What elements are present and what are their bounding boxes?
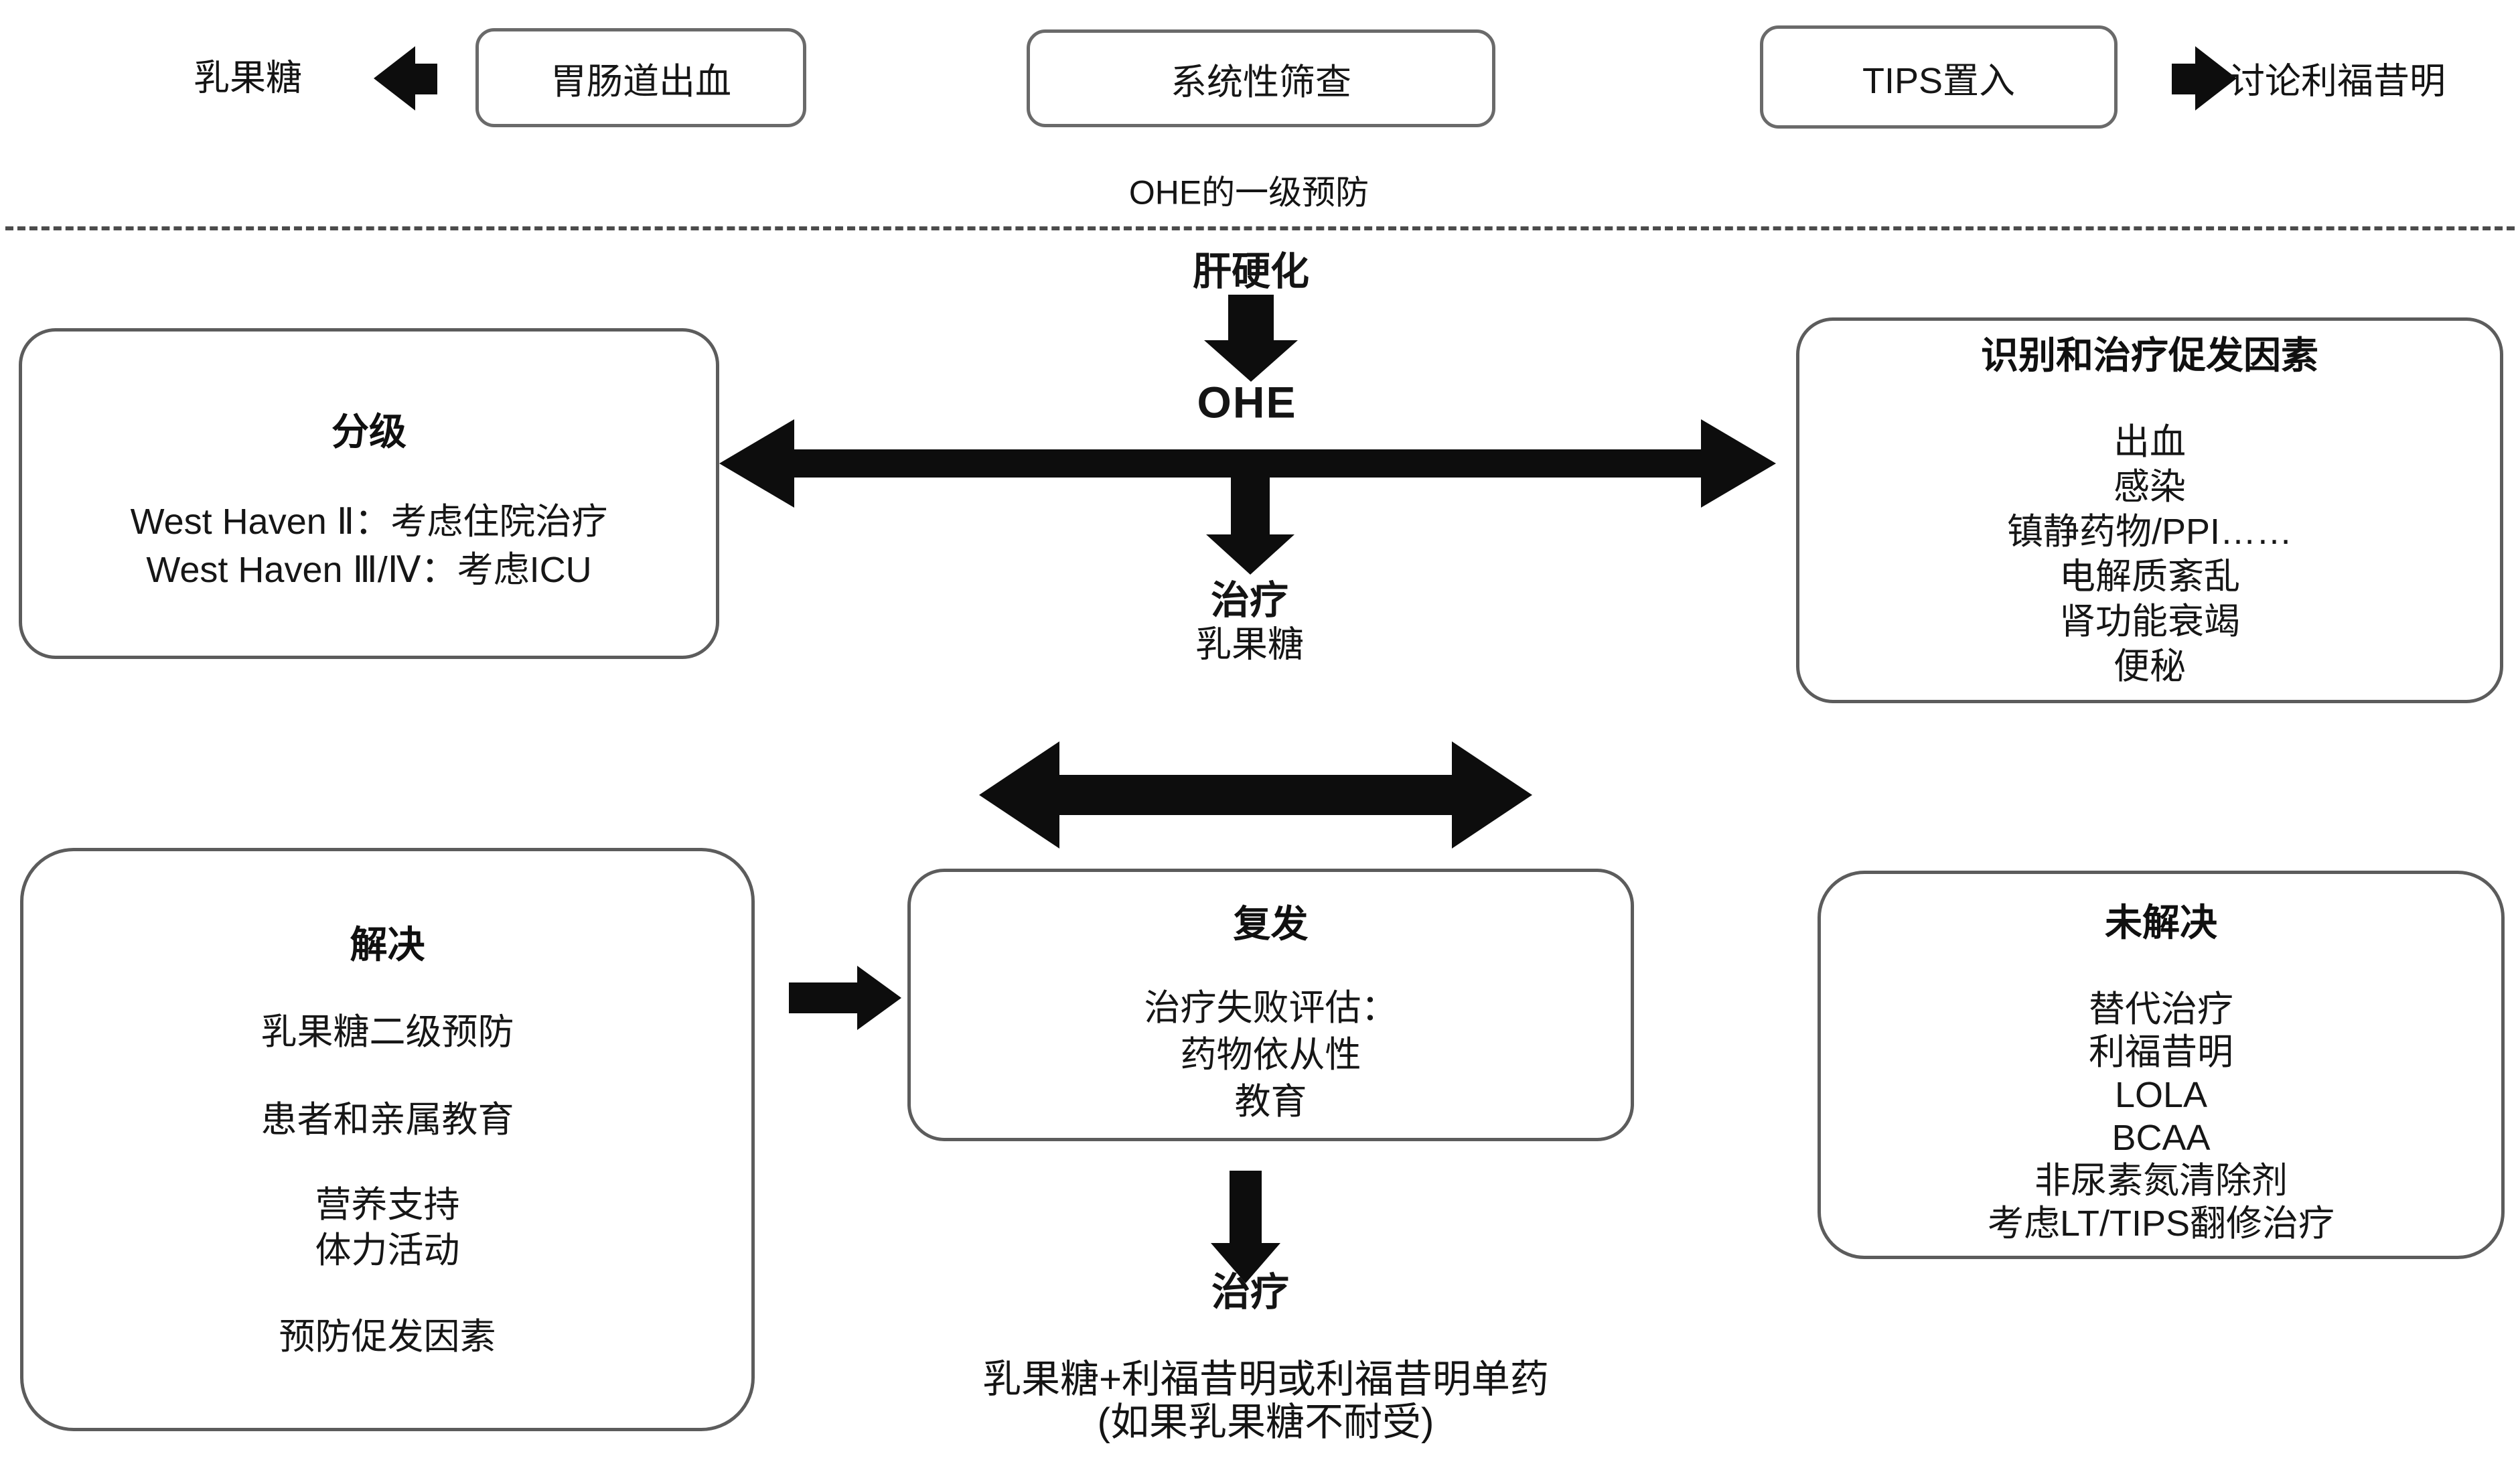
tips-placement-label: TIPS置入 xyxy=(1862,60,2016,101)
resolved-item: 乳果糖二级预防 xyxy=(261,1012,514,1052)
cirrhosis-label: 肝硬化 xyxy=(1192,250,1310,294)
systematic-screening-label: 系统性筛查 xyxy=(1171,62,1351,102)
gi-bleeding-label: 胃肠道出血 xyxy=(550,61,731,102)
trigger-item: 感染 xyxy=(2114,467,2186,507)
relapse-line-education: 教育 xyxy=(1234,1082,1307,1122)
lactulose-label: 乳果糖 xyxy=(194,58,302,98)
grading-title: 分级 xyxy=(331,411,406,453)
gi-bleeding-box: 胃肠道出血 xyxy=(475,28,806,127)
unresolved-item: BCAA xyxy=(2111,1118,2211,1158)
unresolved-item: 利福昔明 xyxy=(2089,1032,2233,1072)
unresolved-box: 未解决 替代治疗 利福昔明 LOLA BCAA 非尿素氮清除剂 考虑LT/TIP… xyxy=(1818,871,2505,1259)
resolved-box: 解决 乳果糖二级预防 患者和亲属教育 营养支持 体力活动 预防促发因素 xyxy=(20,848,755,1431)
unresolved-item: 考虑LT/TIPS翻修治疗 xyxy=(1987,1203,2335,1244)
resolved-title: 解决 xyxy=(350,924,425,966)
unresolved-item: LOLA xyxy=(2114,1075,2208,1115)
discuss-rifaximin-label: 讨论利福昔明 xyxy=(2229,61,2446,102)
trigger-item: 便秘 xyxy=(2114,646,2186,686)
unresolved-item: 非尿素氮清除剂 xyxy=(2034,1161,2288,1201)
resolved-item: 预防促发因素 xyxy=(279,1317,496,1357)
treatment-title: 治疗 xyxy=(1210,579,1289,623)
resolved-item: 患者和亲属教育 xyxy=(261,1100,514,1140)
second-treatment-line2: (如果乳果糖不耐受) xyxy=(1097,1400,1434,1445)
triggers-box: 识别和治疗促发因素 出血 感染 镇静药物/PPI…… 电解质紊乱 肾功能衰竭 便… xyxy=(1796,317,2503,703)
resolved-item: 体力活动 xyxy=(315,1230,460,1270)
grading-box: 分级 West Haven Ⅱ：考虑住院治疗 West Haven Ⅲ/Ⅳ：考虑… xyxy=(19,328,719,659)
unresolved-title: 未解决 xyxy=(2105,901,2217,944)
treatment-lactulose-label: 乳果糖 xyxy=(1195,624,1304,665)
trigger-item: 镇静药物/PPI…… xyxy=(2006,512,2293,552)
trigger-item: 出血 xyxy=(2114,422,2186,462)
relapse-title: 复发 xyxy=(1233,903,1309,945)
resolved-item: 营养支持 xyxy=(315,1185,460,1225)
unresolved-item: 替代治疗 xyxy=(2089,989,2233,1029)
primary-prevention-caption: OHE的一级预防 xyxy=(1128,173,1369,212)
trigger-item: 电解质紊乱 xyxy=(2059,557,2240,597)
second-treatment-line1: 乳果糖+利福昔明或利福昔明单药 xyxy=(982,1358,1549,1402)
ohe-label: OHE xyxy=(1197,377,1297,427)
second-treatment-title: 治疗 xyxy=(1211,1270,1290,1315)
relapse-line-adherence: 药物依从性 xyxy=(1180,1035,1361,1075)
grading-line-west-haven-2: West Haven Ⅱ：考虑住院治疗 xyxy=(130,502,608,542)
triggers-title: 识别和治疗促发因素 xyxy=(1981,334,2318,376)
relapse-box: 复发 治疗失败评估： 药物依从性 教育 xyxy=(907,869,1634,1141)
grading-line-west-haven-34: West Haven Ⅲ/Ⅳ：考虑ICU xyxy=(146,550,592,590)
systematic-screening-box: 系统性筛查 xyxy=(1027,29,1495,127)
tips-placement-box: TIPS置入 xyxy=(1760,25,2118,129)
relapse-line-assessment: 治疗失败评估： xyxy=(1144,988,1398,1028)
trigger-item: 肾功能衰竭 xyxy=(2059,601,2240,642)
dashed-divider xyxy=(5,226,2515,230)
